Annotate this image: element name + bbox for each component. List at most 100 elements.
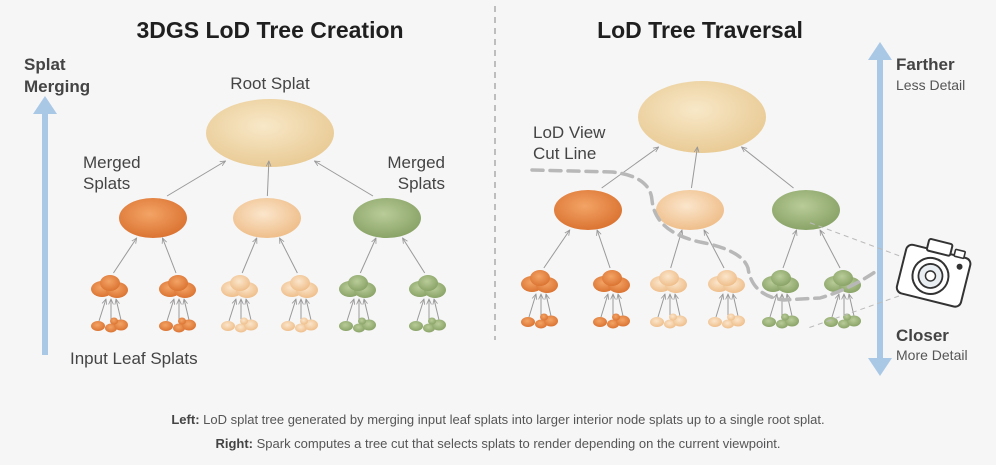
right-input-splats-0 — [521, 313, 558, 329]
distance-arrowhead-bottom — [868, 358, 892, 376]
right-panel: LoD Tree Traversal Farther Less Detail C… — [521, 17, 972, 376]
right-merged-splat-2 — [772, 190, 840, 230]
left-merged-splat-2 — [353, 198, 421, 238]
left-input-splats-1 — [159, 317, 196, 333]
right-input-splats-1 — [593, 313, 630, 329]
right-arrow-peb-c-0 — [546, 294, 552, 317]
more-detail-label: More Detail — [896, 347, 968, 363]
right-leaf-cluster-4 — [762, 270, 799, 293]
right-arrow-leaf-mid-3 — [704, 230, 725, 269]
right-arrow-leaf-mid-4 — [782, 230, 797, 269]
right-arrow-mid-root-2 — [742, 147, 794, 189]
left-leaf-cluster-5 — [409, 275, 446, 298]
left-arrow-peb-c-5 — [434, 299, 440, 321]
left-input-splats-3 — [281, 317, 318, 333]
right-leaf-cluster-1 — [593, 270, 630, 293]
right-arrow-peb-a-5 — [831, 294, 839, 318]
left-arrow-peb-a-2 — [228, 299, 236, 322]
left-arrow-leaf-mid-1 — [163, 238, 177, 274]
right-leaf-cluster-5 — [824, 270, 861, 293]
left-merged-splat-1 — [233, 198, 301, 238]
left-arrow-peb-c-4 — [364, 299, 370, 321]
left-root-splat — [206, 99, 334, 167]
left-arrow-mid-root-0 — [166, 161, 226, 197]
left-arrow-peb-c-0 — [116, 299, 122, 321]
cut-line-label-1: LoD View — [533, 123, 606, 142]
left-arrow-peb-c-1 — [184, 299, 190, 321]
right-leaf-cluster-2 — [650, 270, 687, 293]
left-arrow-peb-c-2 — [246, 299, 252, 321]
right-leaf-cluster-0 — [521, 270, 558, 293]
splat-merging-label-2: Merging — [24, 77, 90, 96]
left-leaf-cluster-2 — [221, 275, 258, 298]
left-arrow-leaf-mid-5 — [403, 238, 426, 274]
left-input-splats-2 — [221, 317, 258, 333]
right-leaf-cluster-3 — [708, 270, 745, 293]
left-arrow-peb-a-0 — [98, 299, 106, 322]
view-ray-top — [807, 221, 917, 263]
left-merged-splat-0 — [119, 198, 187, 238]
right-title: LoD Tree Traversal — [597, 17, 803, 43]
left-arrow-peb-c-3 — [306, 299, 312, 321]
splat-merging-arrowhead — [33, 96, 57, 114]
left-arrow-leaf-mid-2 — [241, 238, 257, 274]
right-arrow-peb-c-2 — [675, 294, 681, 317]
caption-left-prefix: Left: — [171, 412, 200, 427]
right-input-splats-3 — [708, 313, 745, 329]
caption-right-line: Right: Spark computes a tree cut that se… — [0, 432, 996, 456]
right-arrow-peb-a-0 — [528, 294, 536, 318]
right-arrow-peb-a-4 — [769, 294, 777, 318]
right-arrow-leaf-mid-1 — [597, 230, 611, 269]
left-leaf-cluster-1 — [159, 275, 196, 298]
left-arrow-mid-root-2 — [314, 161, 374, 197]
left-arrow-peb-a-3 — [288, 299, 296, 322]
left-panel: 3DGS LoD Tree Creation Splat Merging Roo… — [24, 17, 446, 368]
figure-caption: Left: LoD splat tree generated by mergin… — [0, 408, 996, 456]
merged-right-label-2: Splats — [398, 174, 445, 193]
right-arrow-peb-a-2 — [657, 294, 665, 318]
left-tree — [91, 99, 446, 333]
right-arrow-mid-root-1 — [690, 147, 697, 189]
right-tree — [521, 81, 861, 329]
view-ray-bottom — [807, 289, 917, 329]
right-arrow-peb-c-5 — [849, 294, 855, 317]
right-arrow-peb-c-3 — [733, 294, 739, 317]
right-root-splat — [638, 81, 766, 153]
left-arrow-leaf-mid-0 — [113, 238, 136, 274]
left-title: 3DGS LoD Tree Creation — [136, 17, 403, 43]
left-leaf-cluster-4 — [339, 275, 376, 298]
less-detail-label: Less Detail — [896, 77, 965, 93]
merged-left-label-1: Merged — [83, 153, 141, 172]
right-arrow-mid-root-0 — [601, 147, 659, 189]
caption-right-prefix: Right: — [215, 436, 253, 451]
right-arrow-peb-c-4 — [787, 294, 793, 317]
lod-cut-line — [530, 168, 877, 302]
distance-arrowhead-top — [868, 42, 892, 60]
left-arrow-peb-a-5 — [416, 299, 424, 322]
left-arrow-peb-a-1 — [166, 299, 174, 322]
right-arrow-peb-a-3 — [715, 294, 723, 318]
input-leaf-splats-label: Input Leaf Splats — [70, 349, 198, 368]
right-input-splats-5 — [824, 313, 861, 329]
right-input-splats-2 — [650, 313, 687, 329]
right-input-splats-4 — [762, 313, 799, 329]
caption-left-text: LoD splat tree generated by merging inpu… — [199, 412, 825, 427]
camera-icon — [895, 238, 972, 308]
right-arrow-leaf-mid-5 — [820, 230, 841, 269]
left-input-splats-4 — [339, 317, 376, 333]
left-arrow-leaf-mid-3 — [280, 238, 298, 274]
right-arrow-leaf-mid-0 — [543, 230, 570, 269]
closer-label: Closer — [896, 326, 949, 345]
lod-diagram: 3DGS LoD Tree Creation Splat Merging Roo… — [24, 6, 972, 376]
caption-right-text: Spark computes a tree cut that selects s… — [253, 436, 781, 451]
merged-left-label-2: Splats — [83, 174, 130, 193]
right-merged-splat-1 — [656, 190, 724, 230]
right-merged-splat-0 — [554, 190, 622, 230]
right-arrow-peb-a-1 — [600, 294, 608, 318]
cut-line-label-2: Cut Line — [533, 144, 596, 163]
merged-right-label-1: Merged — [387, 153, 445, 172]
left-arrow-leaf-mid-4 — [359, 238, 377, 274]
farther-label: Farther — [896, 55, 955, 74]
caption-left-line: Left: LoD splat tree generated by mergin… — [0, 408, 996, 432]
